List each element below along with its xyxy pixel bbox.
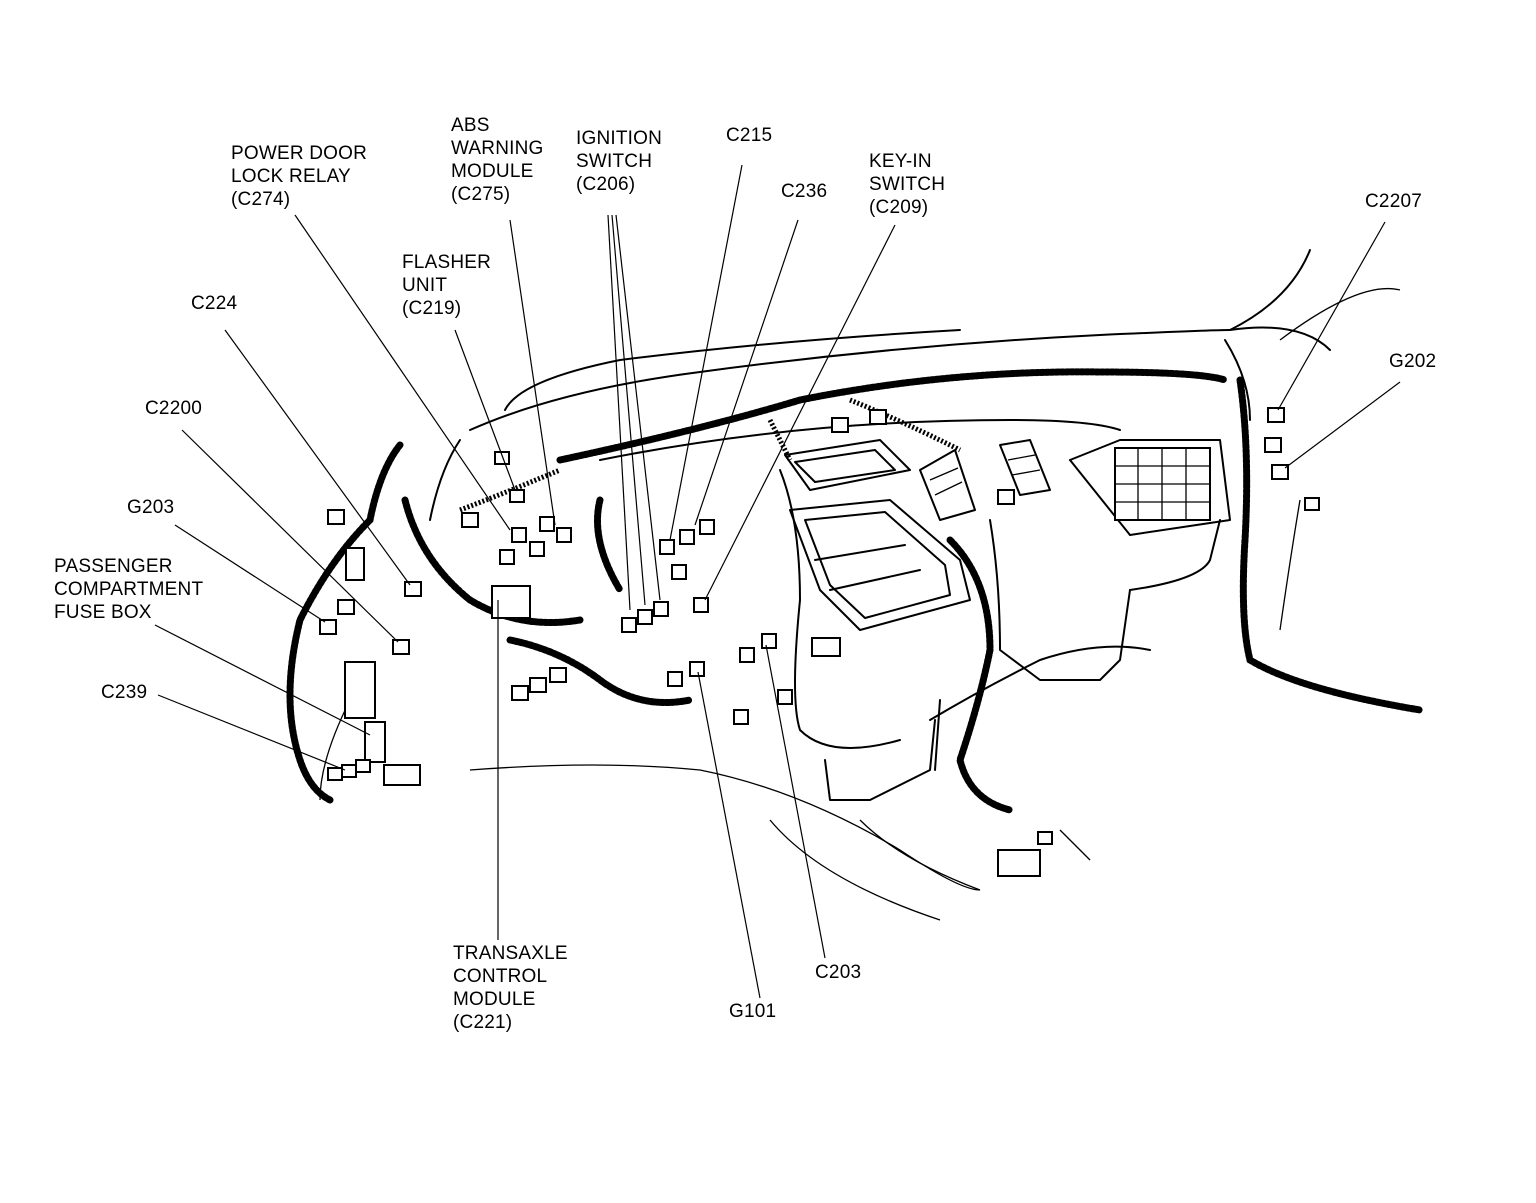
label-transaxle-control-module: TRANSAXLE CONTROL MODULE (C221) [453, 943, 568, 1033]
label-abs-warning-module: ABS WARNING MODULE (C275) [451, 115, 544, 205]
label-c239: C239 [101, 682, 148, 703]
label-g202: G202 [1389, 351, 1437, 372]
connectors [319, 407, 1320, 877]
label-c2207: C2207 [1365, 191, 1422, 212]
label-g101: G101 [729, 1001, 777, 1022]
label-c2200: C2200 [145, 398, 202, 419]
center-console [784, 439, 971, 631]
right-panel-grid [1114, 447, 1211, 521]
label-key-in-switch: KEY-IN SWITCH (C209) [869, 151, 946, 218]
label-flasher-unit: FLASHER UNIT (C219) [402, 252, 492, 319]
leader-lines [154, 164, 1401, 999]
label-passenger-fuse-box: PASSENGER COMPARTMENT FUSE BOX [54, 556, 204, 623]
label-ignition-switch: IGNITION SWITCH (C206) [576, 128, 663, 195]
label-g203: G203 [127, 497, 175, 518]
label-power-door-lock-relay: POWER DOOR LOCK RELAY (C274) [231, 143, 368, 210]
air-vents [919, 439, 1051, 521]
label-c224: C224 [191, 293, 238, 314]
dashboard-outline [319, 249, 1401, 921]
wiring-harness [286, 368, 1424, 814]
label-c215: C215 [726, 125, 773, 146]
label-c203: C203 [815, 962, 862, 983]
label-c236: C236 [781, 181, 828, 202]
